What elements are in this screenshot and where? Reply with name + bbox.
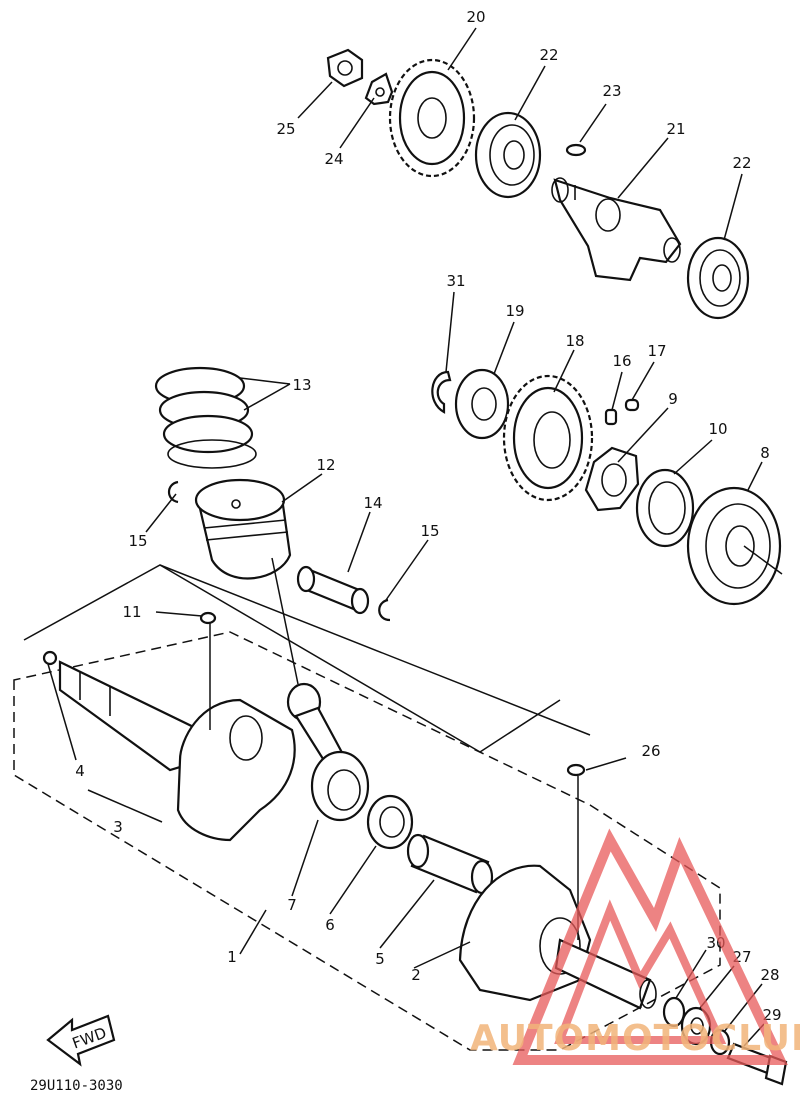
callout-4: 4 (75, 762, 85, 780)
callout-22-upper: 22 (539, 46, 558, 64)
part-20-balancer-drive-gear (388, 58, 476, 178)
callout-1: 1 (227, 948, 237, 966)
part-4-woodruff-key (42, 650, 58, 666)
part-22-bearing-lower (686, 236, 750, 320)
part-31-circlip (431, 370, 452, 414)
callout-29: 29 (762, 1006, 781, 1024)
diagram-code: 29U110-3030 (30, 1078, 123, 1094)
callout-18: 18 (565, 332, 584, 350)
callout-28: 28 (760, 966, 779, 984)
part-25-nut (326, 48, 364, 88)
callout-21: 21 (666, 120, 685, 138)
part-17-pin (624, 398, 640, 412)
callout-16: 16 (612, 352, 631, 370)
part-19-plate (454, 368, 510, 440)
callout-2: 2 (411, 966, 421, 984)
assembly-outline-dashed (13, 631, 721, 1051)
part-15-circlip-left (167, 480, 179, 504)
callout-labels: 20 22 23 21 22 25 24 31 19 18 16 17 9 10… (75, 8, 781, 1024)
callout-22-lower: 22 (732, 154, 751, 172)
part-16-spring (604, 408, 618, 426)
part-22-bearing-upper (474, 111, 542, 199)
part-9-buffer-boss (584, 446, 640, 512)
callout-7: 7 (287, 896, 297, 914)
part-18-balancer-driven-gear (502, 374, 594, 502)
part-12-piston (194, 478, 292, 580)
callout-11: 11 (122, 603, 141, 621)
part-14-piston-pin (296, 565, 370, 615)
callout-24: 24 (324, 150, 343, 168)
callout-3: 3 (113, 818, 123, 836)
part-26-woodruff-key (566, 763, 586, 777)
part-11-woodruff-key (199, 611, 217, 625)
part-2-right-crank (458, 864, 657, 1010)
part-15-circlip-right (378, 598, 391, 622)
callout-20: 20 (466, 8, 485, 26)
part-5-crank-pin (406, 833, 494, 895)
part-7-connecting-rod (286, 682, 370, 822)
callout-8: 8 (760, 444, 770, 462)
part-6-needle-bearing (366, 794, 414, 850)
callout-13: 13 (292, 376, 311, 394)
callout-26: 26 (641, 742, 660, 760)
callout-6: 6 (325, 916, 335, 934)
callout-31: 31 (446, 272, 465, 290)
part-24-lock-washer (364, 72, 394, 106)
callout-12: 12 (316, 456, 335, 474)
callout-10: 10 (708, 420, 727, 438)
callout-23: 23 (602, 82, 621, 100)
part-8-bearing (686, 486, 783, 606)
part-3-left-crank (58, 660, 296, 842)
callout-5: 5 (375, 950, 385, 968)
watermark-logo-icon (512, 828, 788, 1065)
part-13-piston-rings (154, 366, 257, 469)
fwd-arrow: FWD (46, 1014, 116, 1067)
callout-25: 25 (276, 120, 295, 138)
callout-19: 19 (505, 302, 524, 320)
part-21-balancer-shaft (551, 177, 682, 282)
callout-17: 17 (647, 342, 666, 360)
part-30-washer (662, 996, 686, 1028)
leader-lines (47, 27, 765, 1047)
part-10-washer (635, 468, 695, 548)
watermark-text: AUTOMOTOCLUB (470, 1018, 800, 1059)
part-23-key (565, 143, 587, 157)
callout-14: 14 (363, 494, 382, 512)
callout-15-right: 15 (420, 522, 439, 540)
callout-9: 9 (668, 390, 678, 408)
callout-15-left: 15 (128, 532, 147, 550)
